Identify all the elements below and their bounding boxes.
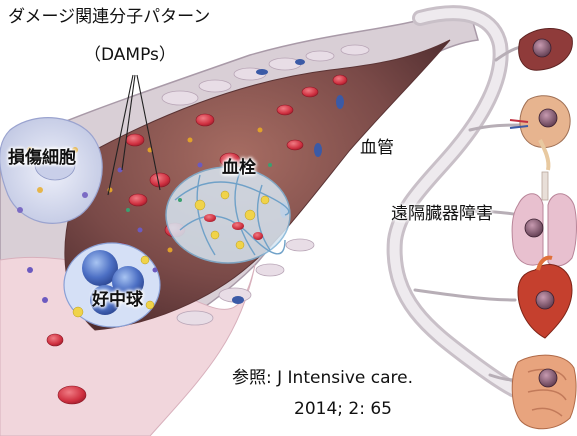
- neutrophil-label: 好中球: [92, 292, 143, 309]
- injured-cell-label: 損傷細胞: [8, 150, 76, 167]
- heart-icon: [518, 258, 572, 338]
- citation-line2: 2014; 2: 65: [294, 401, 392, 418]
- kidney-icon: [510, 96, 570, 170]
- lung-icon: [512, 172, 576, 266]
- liver-icon: [519, 28, 573, 70]
- damps-title-line1: ダメージ関連分子パターン: [8, 9, 210, 26]
- thrombus-label: 血栓: [222, 160, 256, 177]
- vessel-label: 血管: [360, 140, 394, 157]
- thrombus: [166, 167, 290, 263]
- injured-cell: [0, 118, 102, 224]
- damps-title-line2: （DAMPs）: [84, 47, 176, 64]
- citation-line1: 参照: J Intensive care.: [232, 370, 413, 387]
- remote-organ-damage-label: 遠隔臓器障害: [391, 206, 493, 223]
- intestine-icon: [512, 355, 576, 429]
- neutrophil-cell: [64, 243, 160, 327]
